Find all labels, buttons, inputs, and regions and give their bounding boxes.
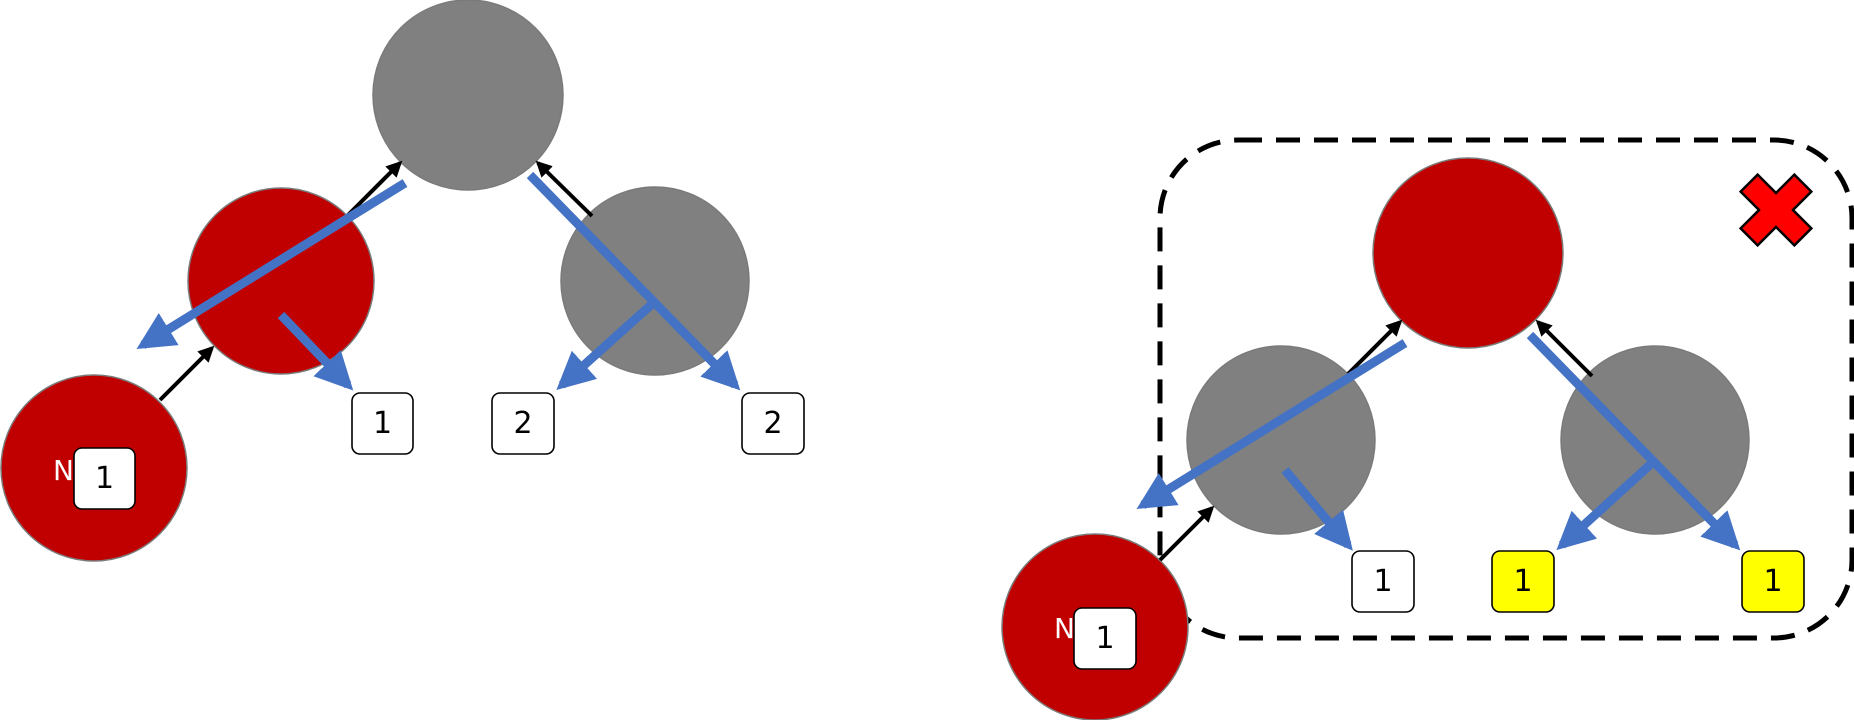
left-blue-root-to-right <box>526 171 741 391</box>
right-new-node-label: N <box>1054 612 1075 645</box>
svg-text:2: 2 <box>513 406 532 441</box>
left-root-node <box>372 0 564 191</box>
left-badge-new: 1 <box>73 447 136 510</box>
left-badge-right-right: 2 <box>741 392 805 455</box>
right-arrow-right-to-root <box>1535 319 1594 378</box>
right-blue-left-branch <box>1281 467 1353 551</box>
left-badge-right-left: 2 <box>491 392 555 455</box>
right-badge-left: 1 <box>1351 550 1415 613</box>
left-arrow-new-to-middle <box>158 345 215 402</box>
left-arrow-middle-to-root <box>346 160 403 217</box>
left-tree: N 1 1 2 2 <box>0 0 805 562</box>
svg-text:1: 1 <box>373 406 392 441</box>
left-new-node-label: N <box>53 454 74 487</box>
right-blue-root-to-right <box>1526 331 1741 551</box>
left-blue-root-to-new <box>136 179 408 349</box>
left-arrow-right-to-root <box>535 160 594 218</box>
svg-text:1: 1 <box>1373 564 1392 599</box>
subtree-dashed-boundary <box>1157 137 1854 641</box>
right-root-node <box>1372 157 1564 349</box>
right-blue-right-branch <box>1556 460 1655 551</box>
right-badge-right-left: 1 <box>1491 550 1555 613</box>
svg-text:2: 2 <box>763 406 782 441</box>
red-x-icon <box>1738 172 1814 248</box>
left-right-child-node <box>560 186 750 376</box>
svg-text:1: 1 <box>1513 564 1532 599</box>
right-arrow-new-to-left <box>1158 505 1215 562</box>
right-right-child-node <box>1560 345 1750 535</box>
left-blue-right-branch <box>556 301 655 391</box>
right-tree: N 1 1 1 1 <box>1001 137 1854 720</box>
svg-text:1: 1 <box>1763 564 1782 599</box>
left-blue-middle-branch <box>277 311 354 391</box>
right-arrow-left-to-root <box>1346 319 1403 376</box>
svg-text:1: 1 <box>1095 621 1114 656</box>
right-badge-new: 1 <box>1073 607 1137 670</box>
svg-text:1: 1 <box>95 461 114 496</box>
left-badge-middle: 1 <box>351 392 414 455</box>
right-badge-right-right: 1 <box>1741 550 1805 613</box>
right-blue-root-to-new <box>1136 339 1408 509</box>
